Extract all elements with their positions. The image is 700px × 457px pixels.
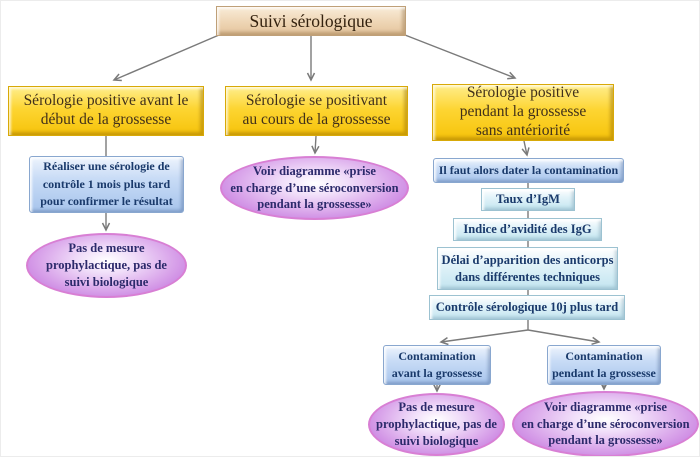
outcome-before-pregnancy-ellipse: Pas de mesure prophylactique, pas de sui…: [368, 393, 505, 456]
outcome-during-pregnancy-label: Voir diagramme «prise en charge d’une sé…: [521, 399, 690, 448]
branch-left-header-node: Sérologie positive avant le début de la …: [8, 86, 204, 136]
outcome-during-pregnancy-ellipse: Voir diagramme «prise en charge d’une sé…: [512, 391, 699, 456]
branch-middle-header-label: Sérologie se positivant au cours de la g…: [242, 92, 391, 128]
branch-left-action-node: Réaliser une sérologie de contrôle 1 moi…: [29, 156, 184, 213]
step-date-contamination-label: Il faut alors dater la contamination: [438, 162, 619, 177]
branch-left-outcome-label: Pas de mesure prophylactique, pas de sui…: [46, 241, 167, 289]
branch-left-action-label: Réaliser une sérologie de contrôle 1 moi…: [40, 159, 173, 209]
step-igg-avidity-node: Indice d’avidité des IgG: [453, 218, 602, 241]
step-control-serology-node: Contrôle sérologique 10j plus tard: [429, 295, 625, 320]
branch-middle-outcome-ellipse: Voir diagramme «prise en charge d’une sé…: [220, 156, 409, 220]
case-during-pregnancy-label: Contamination pendant la grossesse: [552, 348, 656, 380]
case-during-pregnancy-node: Contamination pendant la grossesse: [547, 345, 661, 385]
case-before-pregnancy-node: Contamination avant la grossesse: [383, 345, 491, 385]
branch-left-outcome-ellipse: Pas de mesure prophylactique, pas de sui…: [26, 233, 187, 298]
branch-left-header-label: Sérologie positive avant le début de la …: [23, 92, 189, 128]
step-igm-level-label: Taux d’IgM: [496, 192, 560, 207]
step-igg-avidity-label: Indice d’avidité des IgG: [463, 222, 592, 237]
branch-middle-header-node: Sérologie se positivant au cours de la g…: [225, 86, 408, 136]
branch-middle-outcome-label: Voir diagramme «prise en charge d’une sé…: [230, 163, 399, 212]
branch-right-header-node: Sérologie positive pendant la grossesse …: [432, 84, 614, 141]
step-igm-level-node: Taux d’IgM: [481, 188, 575, 211]
branch-right-header-label: Sérologie positive pendant la grossesse …: [459, 84, 587, 139]
step-antibody-delay-label: Délai d’apparition des anticorps dans di…: [441, 252, 614, 284]
case-before-pregnancy-label: Contamination avant la grossesse: [391, 348, 483, 380]
step-date-contamination-node: Il faut alors dater la contamination: [433, 158, 624, 183]
root-label: Suivi sérologique: [249, 10, 373, 31]
root-node: Suivi sérologique: [216, 6, 406, 36]
outcome-before-pregnancy-label: Pas de mesure prophylactique, pas de sui…: [376, 400, 497, 448]
step-antibody-delay-node: Délai d’apparition des anticorps dans di…: [437, 247, 618, 290]
step-control-serology-label: Contrôle sérologique 10j plus tard: [435, 300, 619, 315]
